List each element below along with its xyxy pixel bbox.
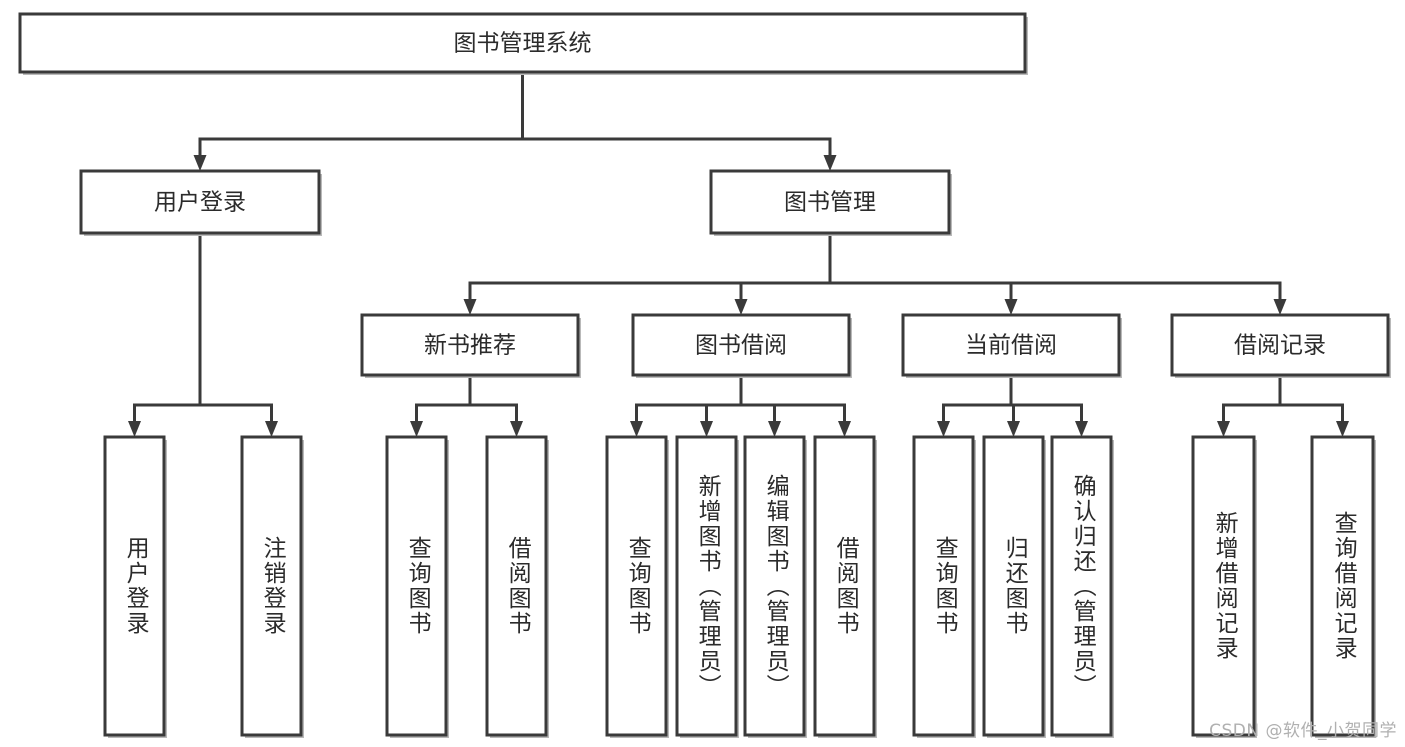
node-rect xyxy=(1310,435,1375,737)
edge-arrowhead xyxy=(838,421,851,437)
node-rect xyxy=(18,12,1027,74)
node-leaf-add-book[interactable] xyxy=(675,435,739,738)
edge-arrowhead xyxy=(1336,421,1349,437)
node-rect xyxy=(743,435,806,737)
node-borrow-record[interactable] xyxy=(1170,313,1391,378)
node-label: 当前借阅 xyxy=(965,333,1057,359)
edge-arrowhead xyxy=(1007,421,1020,437)
node-leaf-query-record[interactable] xyxy=(1310,435,1376,738)
node-current-borrow[interactable] xyxy=(901,313,1122,378)
node-rect xyxy=(605,435,668,737)
node-leaf-query-book-3[interactable] xyxy=(912,435,976,738)
edge-arrowhead xyxy=(193,155,207,171)
node-label: 图书借阅 xyxy=(695,333,787,359)
watermark: CSDN @软件_小贺同学 xyxy=(1209,721,1397,741)
node-leaf-logout[interactable] xyxy=(240,435,304,738)
node-leaf-query-book-2[interactable] xyxy=(605,435,669,738)
node-leaf-confirm-return[interactable] xyxy=(1050,435,1114,738)
edge-arrowhead xyxy=(700,421,713,437)
edge-arrowhead xyxy=(265,421,278,437)
node-label: 用户登录 xyxy=(154,190,246,216)
node-rect xyxy=(1050,435,1113,737)
node-leaf-edit-book[interactable] xyxy=(743,435,807,738)
edge-arrowhead xyxy=(410,421,423,437)
edge-arrowhead xyxy=(128,421,141,437)
node-rect xyxy=(901,313,1121,377)
node-leaf-user-login[interactable] xyxy=(103,435,167,738)
node-leaf-borrow-book-2[interactable] xyxy=(813,435,877,738)
edge-arrowhead xyxy=(1217,421,1230,437)
edge-arrowhead xyxy=(1004,299,1018,315)
node-user-login[interactable] xyxy=(79,169,322,236)
node-label: 图书管理 xyxy=(784,190,876,216)
node-rect xyxy=(912,435,975,737)
node-rect xyxy=(675,435,738,737)
node-rect xyxy=(360,313,580,377)
node-root[interactable] xyxy=(18,12,1028,75)
node-rect xyxy=(485,435,548,737)
node-rect xyxy=(79,169,321,235)
edge-arrowhead xyxy=(1273,299,1287,315)
node-book-borrow[interactable] xyxy=(631,313,852,378)
node-rect xyxy=(1191,435,1256,737)
node-rect xyxy=(982,435,1045,737)
node-rect xyxy=(631,313,851,377)
node-label: 新书推荐 xyxy=(424,333,516,359)
node-rect xyxy=(240,435,303,737)
node-leaf-borrow-book-1[interactable] xyxy=(485,435,549,738)
node-label: 图书管理系统 xyxy=(454,31,592,57)
edge-arrowhead xyxy=(823,155,837,171)
node-rect xyxy=(813,435,876,737)
node-label: 借阅记录 xyxy=(1234,333,1326,359)
node-rect xyxy=(709,169,951,235)
node-leaf-add-record[interactable] xyxy=(1191,435,1257,738)
edge-arrowhead xyxy=(937,421,950,437)
edge-arrowhead xyxy=(1075,421,1088,437)
edge-arrowhead xyxy=(768,421,781,437)
edge-arrowhead xyxy=(510,421,523,437)
node-rect xyxy=(385,435,448,737)
edge-arrowhead xyxy=(463,299,477,315)
edge-arrowhead xyxy=(630,421,643,437)
node-rect xyxy=(1170,313,1390,377)
node-new-book-rec[interactable] xyxy=(360,313,581,378)
node-rect xyxy=(103,435,166,737)
node-leaf-query-book-1[interactable] xyxy=(385,435,449,738)
edge-arrowhead xyxy=(734,299,748,315)
node-book-manage[interactable] xyxy=(709,169,952,236)
edges-layer xyxy=(128,70,1349,437)
node-leaf-return-book[interactable] xyxy=(982,435,1046,738)
